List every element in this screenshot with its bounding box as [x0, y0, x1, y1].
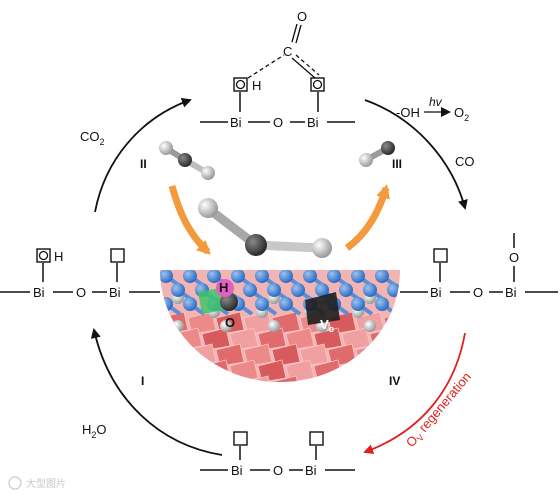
step-ii: II: [140, 157, 147, 171]
left-vacancy-box-oh: [36, 248, 51, 263]
cycle-arrow-iii: [364, 99, 468, 210]
left-oh-h: H: [54, 249, 63, 264]
right-intermediate: Bi O Bi O: [400, 233, 558, 300]
o2-product: O2: [454, 105, 469, 123]
co2-label: CO2: [80, 129, 105, 147]
cycle-arrow-i: [90, 328, 223, 456]
slab-h-label: H: [219, 280, 228, 295]
top-o-bridge: O: [273, 115, 283, 130]
right-bi-right: Bi: [505, 285, 517, 300]
catalyst-surface-slab: [160, 270, 400, 382]
top-o-carbonyl: O: [297, 9, 307, 24]
ov-regeneration-label: OV regeneration: [403, 369, 476, 451]
slab-vo-label: Vo: [320, 317, 335, 334]
oh-reactant: -OH: [396, 105, 420, 120]
right-vacancy-box: [433, 248, 448, 263]
oh-to-o2-reaction: -OH hv O2: [396, 95, 469, 123]
step-iii: III: [392, 157, 402, 171]
h2o-label: H2O: [82, 422, 107, 440]
co-molecule-outgoing: [359, 141, 395, 167]
cooh-intermediate-molecule: [198, 198, 332, 258]
watermark: 大型图片: [8, 476, 66, 490]
top-oh-h: H: [252, 78, 261, 93]
co-label: CO: [455, 154, 475, 169]
bottom-bi-left: Bi: [231, 463, 243, 478]
left-vacancy-box-empty: [110, 248, 125, 263]
left-intermediate: Bi O Bi H: [0, 248, 160, 300]
left-bi-left: Bi: [33, 285, 45, 300]
bottom-o-bridge: O: [273, 463, 283, 478]
bottom-vacancy-box-left: [233, 431, 248, 446]
top-vacancy-box-left: [233, 77, 248, 92]
orange-arrow-desorb: [344, 184, 390, 251]
right-bi-left: Bi: [430, 285, 442, 300]
hv-label: hv: [429, 95, 443, 109]
left-o-bridge: O: [76, 285, 86, 300]
right-o-top: O: [509, 250, 519, 265]
top-intermediate: Bi O Bi H C O: [200, 9, 355, 130]
slab-o-label: O: [225, 315, 235, 330]
orange-arrow-adsorb: [168, 185, 211, 255]
bottom-intermediate: Bi O Bi: [200, 431, 355, 478]
right-o-bridge: O: [473, 285, 483, 300]
step-iv: IV: [389, 374, 400, 388]
top-bi-right: Bi: [307, 115, 319, 130]
svg-text:大型图片: 大型图片: [26, 477, 66, 490]
co2-molecule-incoming: [159, 141, 215, 180]
left-bi-right: Bi: [109, 285, 121, 300]
bottom-bi-right: Bi: [305, 463, 317, 478]
cycle-arrow-ii: [94, 98, 192, 213]
step-i: I: [141, 374, 144, 388]
top-carbon: C: [283, 44, 292, 59]
bottom-vacancy-box-right: [309, 431, 324, 446]
top-bi-left: Bi: [230, 115, 242, 130]
regeneration-arrow-iv: [363, 332, 466, 454]
top-vacancy-box-right: [310, 77, 325, 92]
